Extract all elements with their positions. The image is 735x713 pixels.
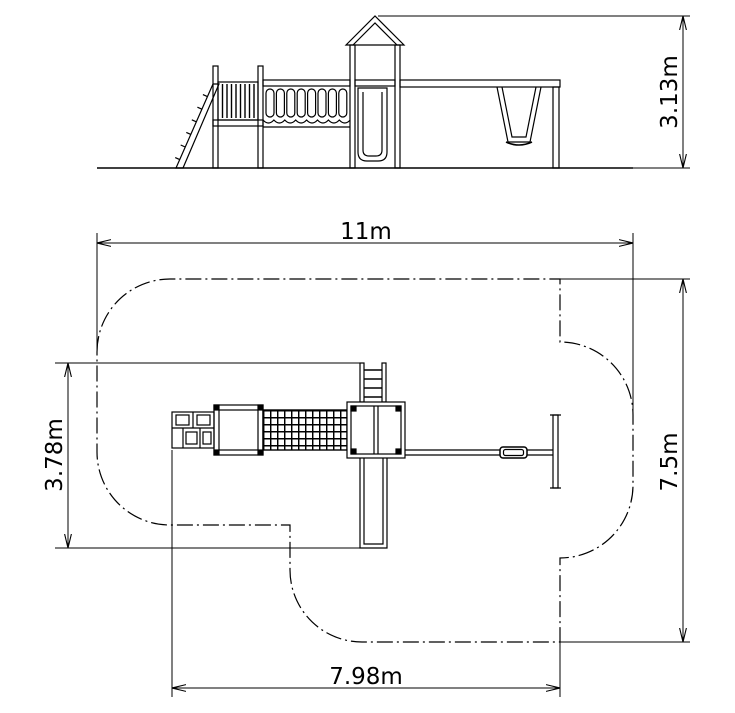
swing-seat-plan-inner [502,448,525,457]
slide-chute-inner [362,92,383,157]
left-platform [212,65,264,169]
bridge-slat [296,88,306,118]
slide-plan [359,458,388,549]
swing-beam-plan [405,449,553,456]
tower-plan [346,401,406,459]
bridge-top-rail [262,79,351,87]
bridge-slat [338,88,348,118]
tower-corner-post [350,448,357,455]
ladder-rungs [364,369,382,398]
platform-post-right [257,65,264,169]
platform-plan [213,404,264,456]
bridge-slat [317,88,327,118]
bridge-slat [265,88,275,118]
overall-width-dimension: 7.5m [560,278,690,643]
tower-post-left [349,44,356,169]
swing-beam [399,79,561,88]
tower-roof [344,15,406,46]
platform-post-left [212,65,219,169]
bridge-net [262,409,348,451]
climbing-hold [196,414,211,426]
tower-deck-beam [354,79,396,87]
climbing-wall-plan [171,411,215,449]
zone-length-dimension: 7.98m [171,450,561,697]
bridge-plan [262,409,348,451]
swing-seat [496,86,542,146]
railing-slats [221,84,255,118]
overall-length-label: 11m [340,219,392,245]
platform-corner-post [257,449,264,456]
climbing-hold [175,414,190,426]
ramp-board [175,83,220,169]
overall-length-dimension: 11m [96,219,634,415]
height-label: 3.13m [657,55,683,129]
swing-a-frame-feet [550,414,561,489]
slide-plan-inner [363,458,384,545]
bridge-slat [286,88,296,118]
bridge-slat [307,88,317,118]
rope-bridge [262,79,351,128]
swing-a-frame-plan [552,414,559,489]
bridge-bottom-chain [262,119,351,124]
bridge-slat [275,88,285,118]
tower-inner [350,405,402,455]
swing-seat-base [505,141,533,146]
tower-roof-outline [346,401,406,459]
structure-width-dimension: 3.78m [42,362,360,549]
dimensions: 3.13m 11m 7.5m 3.78m 7.98m [42,15,690,697]
platform-railing-panel [217,81,259,121]
climbing-hold [202,431,212,445]
tower [344,15,406,169]
swing-end-post [552,86,560,169]
climbing-ramp [174,83,220,169]
height-dimension: 3.13m [378,15,690,169]
tower-corner-post [395,405,402,412]
platform-outline [213,404,264,456]
tower-corner-post [395,448,402,455]
ladder-rail-right [381,362,387,403]
slide-chute-outer [357,87,388,162]
tower-roof-inner [352,22,398,46]
slide-elevation [357,87,388,162]
safety-zone-outline [96,278,634,643]
structure-width-label: 3.78m [42,418,68,492]
swing-chain-inner [501,86,537,138]
overall-width-label: 7.5m [657,433,683,492]
platform-corner-post [257,404,264,411]
side-elevation-view [97,15,633,169]
ladder-plan [359,362,387,403]
slide-plan-outer [359,458,388,549]
tower-corner-post [350,405,357,412]
platform-corner-post [213,449,220,456]
plan-view [96,278,634,643]
swing-frame [399,79,561,169]
climbing-hold [185,431,198,445]
platform-inner [218,409,259,451]
tower-post-right [394,44,401,169]
ramp-holds [174,94,208,161]
platform-corner-post [213,404,220,411]
ladder-rail-left [359,362,365,403]
climbing-wall-dividers [172,412,214,448]
bridge-slat [327,88,337,118]
platform-deck [212,119,264,127]
zone-length-label: 7.98m [329,664,403,690]
swing-chain-outer [496,86,542,143]
tower-roof-ridge [373,406,379,454]
swing-frame-plan [405,414,561,489]
